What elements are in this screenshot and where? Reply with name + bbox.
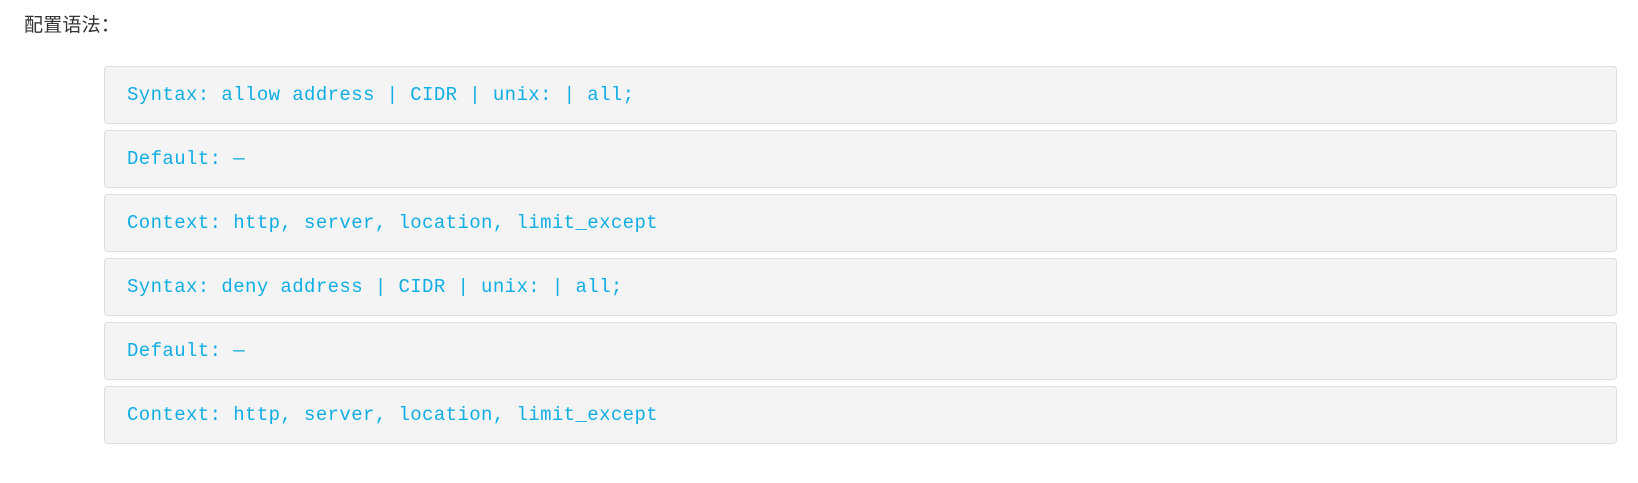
code-block: Syntax: allow address | CIDR | unix: | a…	[104, 66, 1617, 124]
code-line-text: Default: —	[127, 340, 246, 362]
code-line-text: Context: http, server, location, limit_e…	[127, 212, 659, 234]
code-line-text: Syntax: deny address | CIDR | unix: | al…	[127, 276, 623, 298]
code-line-text: Default: —	[127, 148, 246, 170]
code-block: Default: —	[104, 130, 1617, 188]
code-block: Default: —	[104, 322, 1617, 380]
code-block: Context: http, server, location, limit_e…	[104, 386, 1617, 444]
page-title: 配置语法：	[24, 15, 121, 36]
code-line-text: Syntax: allow address | CIDR | unix: | a…	[127, 84, 635, 106]
code-block: Context: http, server, location, limit_e…	[104, 194, 1617, 252]
directive-syntax-list: Syntax: allow address | CIDR | unix: | a…	[104, 66, 1617, 450]
code-line-text: Context: http, server, location, limit_e…	[127, 404, 659, 426]
code-block: Syntax: deny address | CIDR | unix: | al…	[104, 258, 1617, 316]
